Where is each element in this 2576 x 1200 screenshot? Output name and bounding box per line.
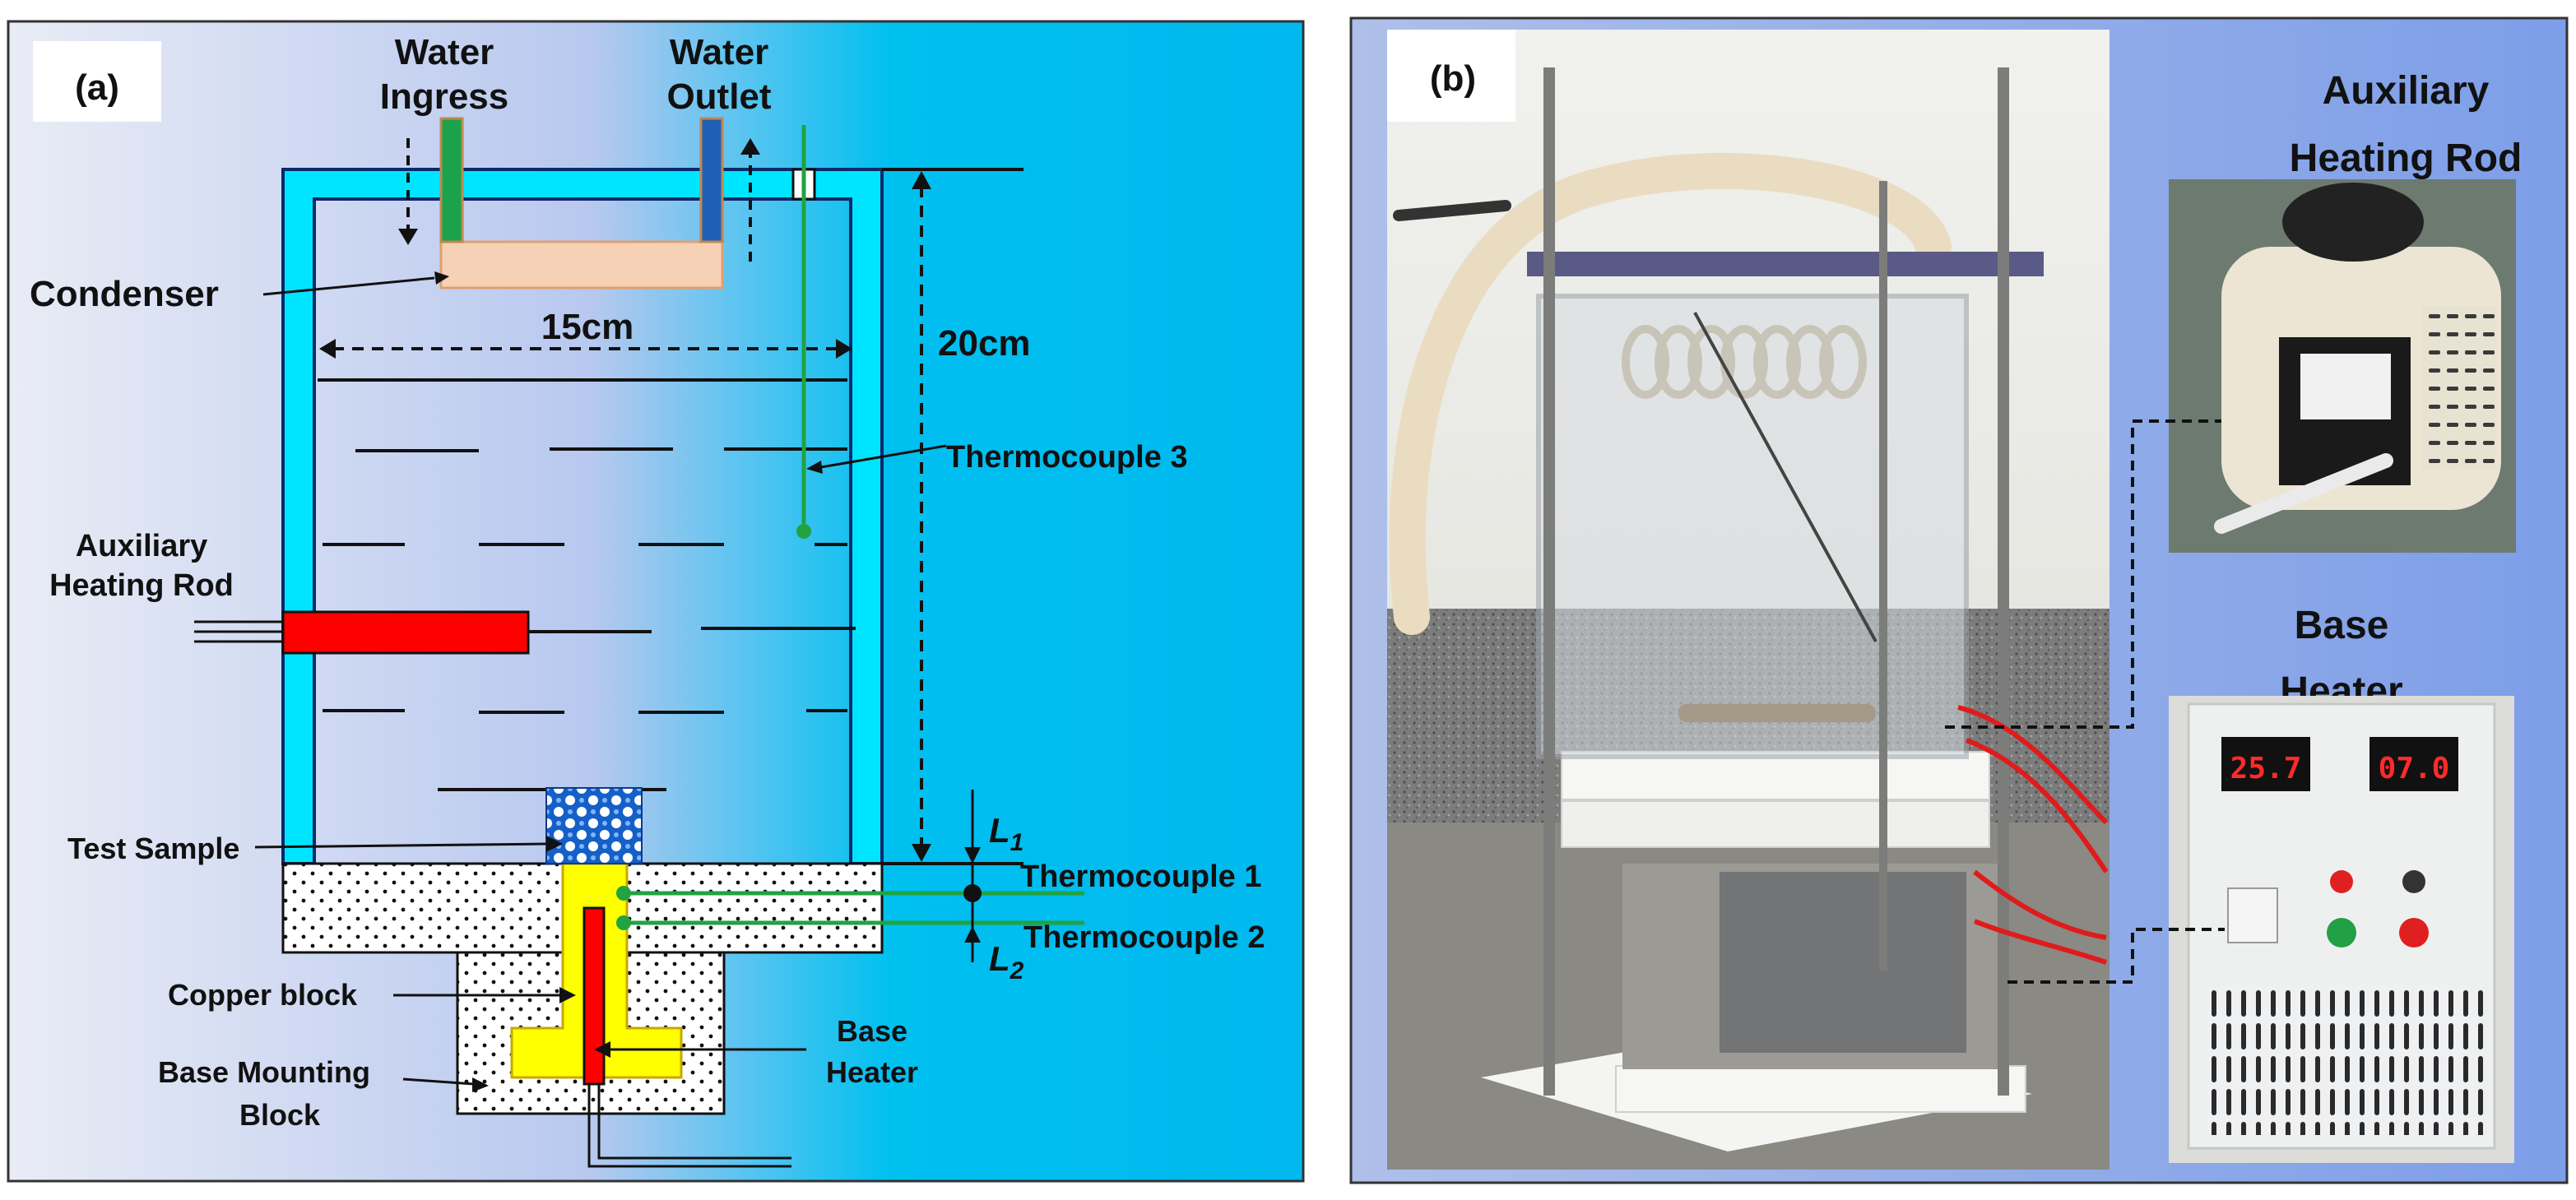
width-arrow-left [319, 339, 336, 359]
red-button-top [2330, 870, 2353, 893]
photo-rod-1 [1543, 67, 1555, 1096]
l2-arrow [964, 926, 981, 943]
test-sample [545, 787, 643, 864]
photo-mid-plate-2 [1561, 800, 1990, 848]
photo-mid-plate [1561, 751, 1990, 800]
panel-b-aux-heating-rod-label-1: Auxiliary [2323, 69, 2490, 113]
panel-b-base-heater-label-1: Base [2295, 604, 2389, 647]
thermocouple-1-label: Thermocouple 1 [1020, 859, 1262, 894]
copper-block-label: Copper block [168, 978, 358, 1012]
dial-knob [2402, 870, 2425, 893]
panel-a-tag-box [33, 41, 161, 122]
photo-hose [1389, 152, 1952, 635]
base-mounting-block-label-2: Block [239, 1098, 321, 1132]
condenser-leader-head [434, 271, 449, 285]
water-outlet-label-2: Outlet [666, 76, 771, 117]
photo-wire [1693, 312, 1877, 642]
display-right-frame [2369, 737, 2458, 791]
base-mounting-block-leader [402, 1077, 475, 1086]
base-heater-leader-head [594, 1041, 610, 1058]
aux-heating-rod-label-2: Heating Rod [49, 568, 234, 603]
thermocouple-3-tip [796, 524, 811, 539]
photo-red-wires [1957, 705, 2109, 965]
photo-base-plate [1615, 1065, 2026, 1113]
aux-heating-rod [281, 610, 530, 655]
variac-meter [2300, 354, 2391, 419]
panel-b-tag: (b) [1430, 58, 1476, 99]
water-ingress-label-1: Water [395, 32, 494, 72]
base-heater-rod [583, 906, 606, 1086]
thermocouple-1-tip [616, 886, 631, 901]
water-lines [318, 378, 856, 791]
base-heater-label-2: Heater [826, 1055, 918, 1089]
water-ingress-label-2: Ingress [380, 76, 509, 117]
aux-heating-rod-label-1: Auxiliary [76, 529, 208, 563]
photo-coil [1622, 325, 1867, 399]
ingress-arrow-head [398, 229, 418, 245]
panel-a-tag: (a) [75, 67, 119, 108]
water-outlet-label-1: Water [670, 32, 769, 72]
thermocouple-3-leader-head [806, 461, 823, 474]
connector-lines [1945, 419, 2225, 984]
condenser-leader [262, 276, 435, 296]
base-mounting-block-label-1: Base Mounting [158, 1055, 370, 1089]
water-ingress-pipe [439, 117, 464, 243]
l1-arrow [964, 847, 981, 864]
variac-vents [2422, 306, 2496, 470]
photo-lid [1527, 252, 2044, 276]
panel-b-tag-box [1387, 30, 1515, 122]
l2-label: L2 [989, 939, 1024, 985]
thermocouple-2-tip [616, 915, 631, 930]
test-sample-leader [254, 842, 547, 849]
condenser-label: Condenser [30, 274, 219, 314]
display-left: 25.7 [2230, 752, 2302, 785]
test-sample-leader-head [546, 836, 563, 852]
photo-glass-tank [1536, 294, 1969, 759]
width-arrow-right [836, 339, 852, 359]
panel-a: (a) Water Ingress Water Outlet Condenser… [7, 20, 1305, 1183]
variac-photo [2169, 179, 2516, 553]
outlet-arrow-head [740, 138, 760, 155]
photo-rod-2 [1998, 67, 2009, 1096]
thermocouple-3-label: Thermocouple 3 [946, 440, 1188, 475]
width-dimension-label: 15cm [541, 307, 634, 347]
green-button [2327, 918, 2356, 947]
junction-dot [963, 884, 982, 902]
photo-tape [1720, 872, 1966, 1053]
photo-rod-3 [1879, 181, 1887, 971]
base-heater-wire-1 [587, 1084, 791, 1168]
panel-b: (b) Auxiliary Heating Rod Base Heater 25… [1349, 16, 2569, 1184]
l1-label: L1 [989, 811, 1023, 856]
variac-cable [2214, 453, 2393, 534]
base-heater-wire-2 [597, 1084, 791, 1160]
base-heater-photo: 25.7 07.0 [2169, 696, 2514, 1163]
copper-block-leader-head [559, 987, 576, 1003]
height-dimension-label: 20cm [938, 323, 1031, 364]
thermocouple-2-label: Thermocouple 2 [1023, 920, 1265, 955]
display-right: 07.0 [2379, 752, 2450, 785]
heater-vents [2203, 985, 2483, 1135]
height-arrow-bottom [912, 844, 931, 862]
height-arrow-top [912, 171, 931, 189]
test-sample-label: Test Sample [67, 832, 239, 865]
aux-heating-rod-wires [194, 620, 283, 643]
condenser [439, 240, 724, 290]
base-mounting-block-leader-head [472, 1077, 489, 1092]
photo-heating-rod [1678, 704, 1876, 722]
photo-probe [1393, 200, 1511, 221]
breaker-switch [2227, 887, 2278, 943]
thermocouple-3-leader [820, 444, 947, 469]
apparatus-photo: (b) [1387, 30, 2110, 1170]
water-outlet-pipe [699, 117, 724, 243]
variac-knob [2282, 183, 2424, 262]
panel-b-aux-heating-rod-label-2: Heating Rod [2290, 137, 2523, 180]
red-button [2399, 918, 2429, 947]
display-left-frame [2221, 737, 2310, 791]
base-heater-label-1: Base [837, 1014, 907, 1048]
